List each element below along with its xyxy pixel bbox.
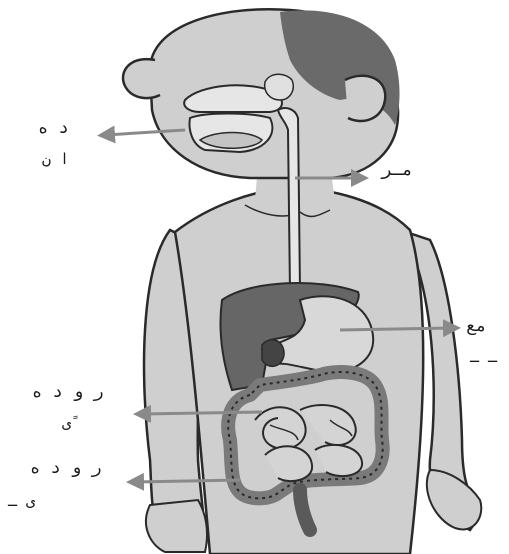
right-ear [345, 76, 385, 121]
small-intestine-arrow [142, 412, 262, 414]
mouth-label-line2: ا ن [42, 150, 69, 168]
esophagus-label: مـر [382, 160, 413, 180]
right-hand [427, 470, 481, 529]
large-intestine-label: ر و د ه [30, 458, 102, 478]
stomach-label: مع [466, 316, 486, 336]
mouth-label: د ه [38, 118, 69, 138]
large-intestine-arrow [135, 480, 240, 482]
left-ear [123, 59, 160, 98]
left-hand [146, 500, 207, 552]
stomach-arrow [340, 328, 452, 330]
large-intestine-label-line2: ی ـ [8, 492, 35, 510]
small-intestine-label: ر و د ه [32, 382, 104, 402]
salivary-gland [265, 74, 294, 100]
stomach-label-line2: ـ ـ [470, 348, 497, 366]
gallbladder [262, 340, 284, 367]
small-intestine-label-line2: ی ً [62, 414, 80, 432]
